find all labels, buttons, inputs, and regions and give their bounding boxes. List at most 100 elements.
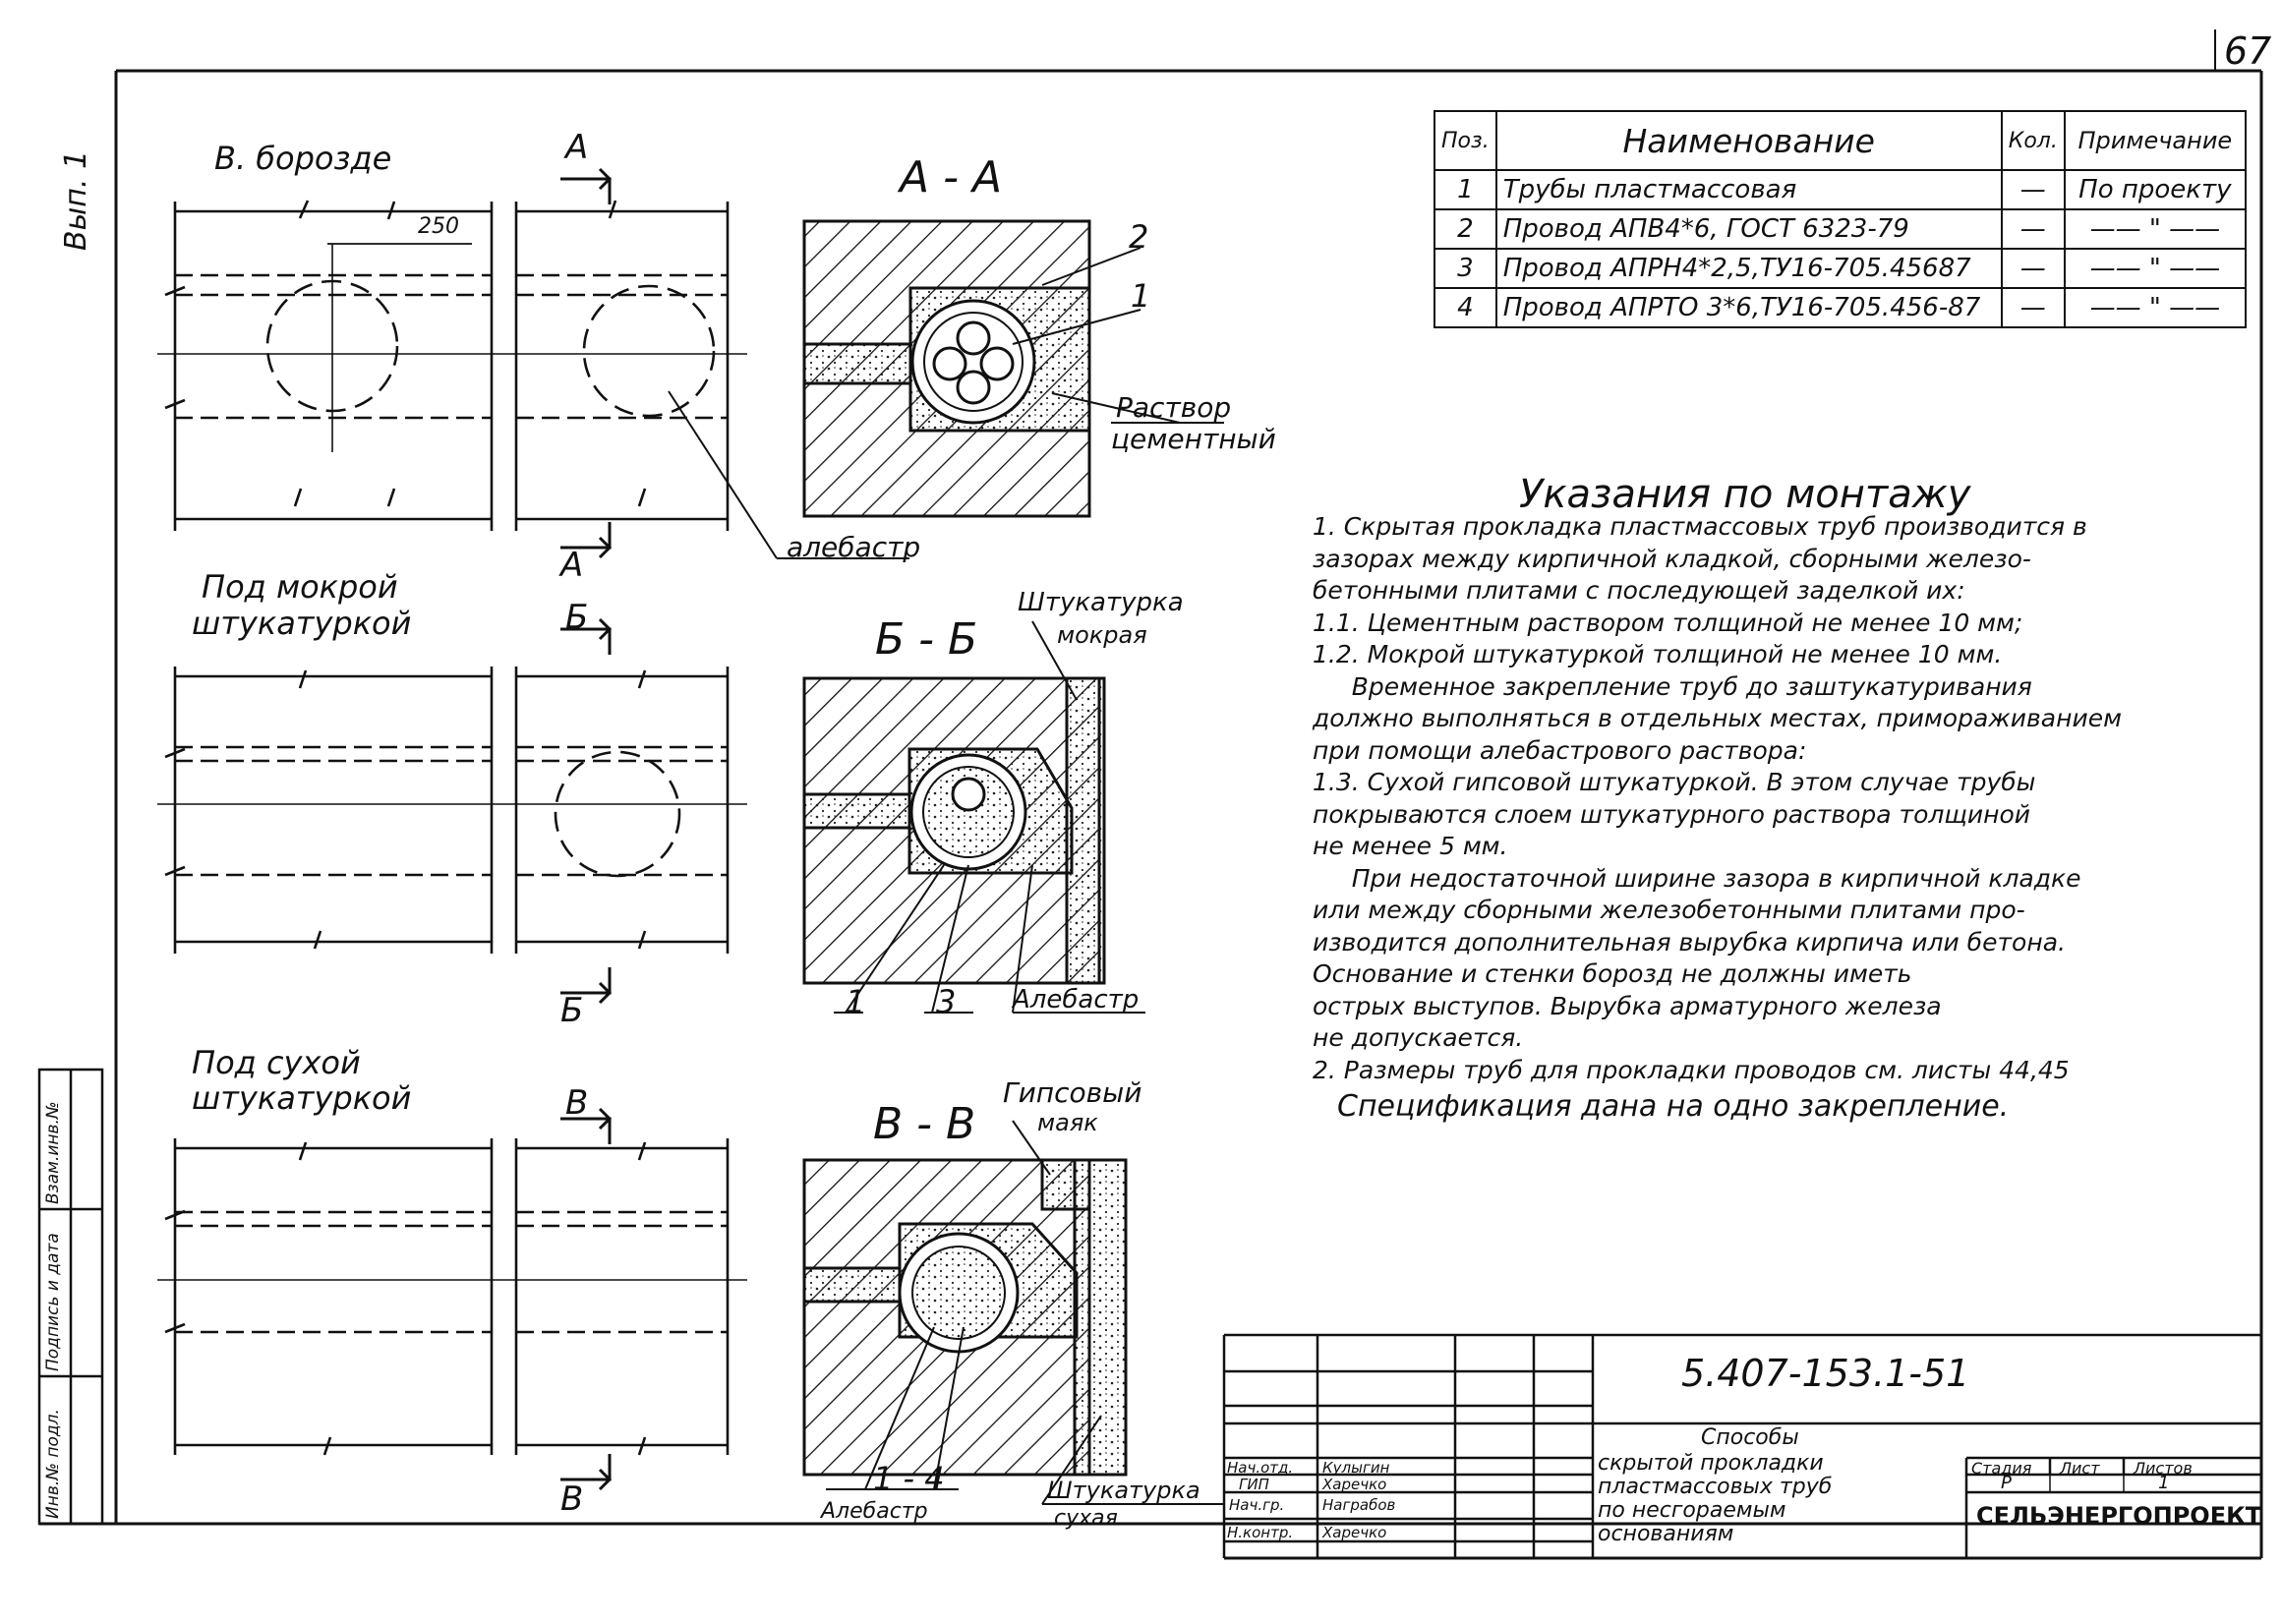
signature-name: Харечко: [1322, 1476, 1387, 1493]
instruction-line: бетонными плитами с последующей заделкой…: [1313, 576, 1965, 605]
callout-b-3: 3: [936, 983, 957, 1020]
instruction-line: не допускается.: [1313, 1023, 1524, 1052]
label-beacon-1: Гипсовый: [1003, 1076, 1142, 1109]
callout-1: 1: [1131, 277, 1151, 315]
spec-header-row: Поз. Наименование Кол. Примечание: [1434, 110, 2247, 171]
spec-header-qty: Кол.: [2000, 110, 2066, 171]
signature-name: Харечко: [1322, 1524, 1387, 1541]
doc-title-line: пластмассовых труб: [1598, 1475, 1833, 1499]
section-b-b-title: Б - Б: [875, 614, 978, 665]
row1-dimension: 250: [418, 214, 459, 239]
spec-name: Провод АПРТО 3*6,ТУ16-705.456-87: [1494, 287, 2003, 328]
spec-note: —— " ——: [2063, 248, 2247, 289]
row3-cut-mark-bottom: В: [560, 1479, 584, 1519]
instruction-line: не менее 5 мм.: [1313, 832, 1508, 860]
instruction-line: 1.1. Цементным раствором толщиной не мен…: [1313, 608, 2023, 637]
label-alabaster-1: алебастр: [787, 531, 921, 563]
instruction-line: при помощи алебастрового раствора:: [1313, 735, 1807, 765]
row1-title: В. борозде: [214, 140, 392, 177]
instruction-line: 1. Скрытая прокладка пластмассовых труб …: [1313, 512, 2087, 541]
spec-note: —— " ——: [2063, 208, 2247, 250]
instruction-line: покрываются слоем штукатурного раствора …: [1313, 799, 2031, 829]
section-v-v: [802, 1120, 1224, 1505]
label-beacon-2: маяк: [1037, 1109, 1098, 1136]
spec-pos: 1: [1434, 169, 1497, 210]
instruction-line: При недостаточной ширине зазора в кирпич…: [1313, 863, 2081, 893]
side-stamp: [37, 1068, 104, 1526]
specification-note: Спецификация дана на одно закрепление.: [1337, 1089, 2010, 1124]
instruction-line: Временное закрепление труб до заштукатур…: [1313, 671, 2032, 701]
doc-title-line: по несгораемым: [1598, 1498, 1786, 1523]
row2-title-2: штукатуркой: [192, 605, 412, 642]
stamp-signature-date: Подпись и дата: [43, 1233, 63, 1371]
signature-role: Нач.гр.: [1229, 1496, 1285, 1514]
sheet-number: 67: [2224, 29, 2272, 73]
section-v-v-title: В - В: [873, 1099, 976, 1149]
spec-header-pos: Поз.: [1434, 110, 1497, 171]
instructions-body: 1. Скрытая прокладка пластмассовых труб …: [1313, 511, 2237, 1086]
spec-pos: 4: [1434, 287, 1497, 328]
stage-value: Р: [2001, 1473, 2012, 1493]
title-block-grid: [1222, 1333, 2261, 1558]
doc-title-line: основаниям: [1598, 1522, 1734, 1546]
section-a-a: [802, 219, 1224, 518]
spec-name: Провод АПВ4*6, ГОСТ 6323-79: [1494, 208, 2003, 250]
document-code: 5.407-153.1-51: [1681, 1352, 1970, 1395]
spec-pos: 2: [1434, 208, 1497, 250]
callout-v-1-4: 1 - 4: [873, 1460, 945, 1497]
spec-pos: 3: [1434, 248, 1497, 289]
cut-markers: [560, 167, 613, 1491]
instruction-line: 1.2. Мокрой штукатуркой толщиной не мене…: [1313, 640, 2003, 668]
label-mortar-2: цементный: [1111, 423, 1276, 455]
plan-views: [157, 200, 909, 1456]
callout-b-1: 1: [846, 983, 866, 1020]
section-b-b: [802, 620, 1145, 1014]
row2-cut-mark-top: Б: [565, 598, 589, 637]
row2-title-1: Под мокрой: [202, 568, 398, 606]
signature-role: Нач.отд.: [1227, 1459, 1294, 1477]
table-row: 4 Провод АПРТО 3*6,ТУ16-705.456-87 — —— …: [1434, 287, 2247, 328]
signature-role: Н.контр.: [1227, 1524, 1294, 1541]
side-label: Вып. 1: [59, 149, 93, 251]
sheet-header: Лист: [2060, 1459, 2100, 1478]
stage-header: Стадия: [1971, 1459, 2032, 1478]
sheet-frame: [39, 29, 2263, 1560]
stamp-replaced-inv: Взам.инв.№: [43, 1101, 63, 1204]
label-alabaster-2: Алебастр: [1013, 985, 1140, 1015]
row1-cut-mark-bottom: А: [560, 546, 584, 585]
instruction-line: изводится дополнительная вырубка кирпича…: [1313, 927, 2066, 957]
spec-qty: —: [2000, 169, 2066, 210]
row3-cut-mark-top: В: [565, 1083, 589, 1123]
instruction-line: острых выступов. Вырубка арматурного жел…: [1313, 991, 1942, 1020]
instruction-line: 2. Размеры труб для прокладки проводов с…: [1313, 1055, 2070, 1084]
label-alabaster-3: Алебастр: [821, 1499, 928, 1524]
label-mortar-1: Раствор: [1116, 391, 1232, 424]
row1-cut-mark-top: А: [565, 128, 589, 167]
spec-name: Провод АПРН4*2,5,ТУ16-705.45687: [1494, 248, 2003, 289]
signature-name: Кулыгин: [1322, 1459, 1390, 1477]
instruction-line: Основание и стенки борозд не должны имет…: [1313, 959, 1912, 988]
label-dry-plaster-2: сухая: [1054, 1506, 1118, 1531]
sheets-header: Листов: [2134, 1459, 2193, 1478]
spec-name: Трубы пластмассовая: [1494, 169, 2003, 210]
organization-name: СЕЛЬЭНЕРГОПРОЕКТ: [1976, 1502, 2262, 1530]
spec-header-note: Примечание: [2063, 110, 2247, 171]
signature-role: ГИП: [1239, 1476, 1269, 1493]
instruction-line: или между сборными железобетонными плита…: [1313, 896, 2025, 924]
label-wet-plaster-2: мокрая: [1057, 621, 1147, 649]
specification-table: Поз. Наименование Кол. Примечание 1 Труб…: [1434, 110, 2247, 328]
spec-header-name: Наименование: [1494, 110, 2003, 171]
spec-qty: —: [2000, 287, 2066, 328]
table-row: 1 Трубы пластмассовая — По проекту: [1434, 169, 2247, 210]
doc-title-line: скрытой прокладки: [1598, 1451, 1824, 1476]
spec-qty: —: [2000, 248, 2066, 289]
row3-title-1: Под сухой: [192, 1044, 361, 1081]
signature-name: Награбов: [1322, 1496, 1396, 1514]
instruction-line: должно выполняться в отдельных местах, п…: [1313, 704, 2122, 732]
row2-cut-mark-bottom: Б: [560, 991, 584, 1030]
doc-title-line: Способы: [1701, 1425, 1799, 1450]
label-dry-plaster-1: Штукатурка: [1047, 1477, 1200, 1504]
row3-title-2: штукатуркой: [192, 1079, 412, 1117]
spec-note: По проекту: [2063, 169, 2247, 210]
